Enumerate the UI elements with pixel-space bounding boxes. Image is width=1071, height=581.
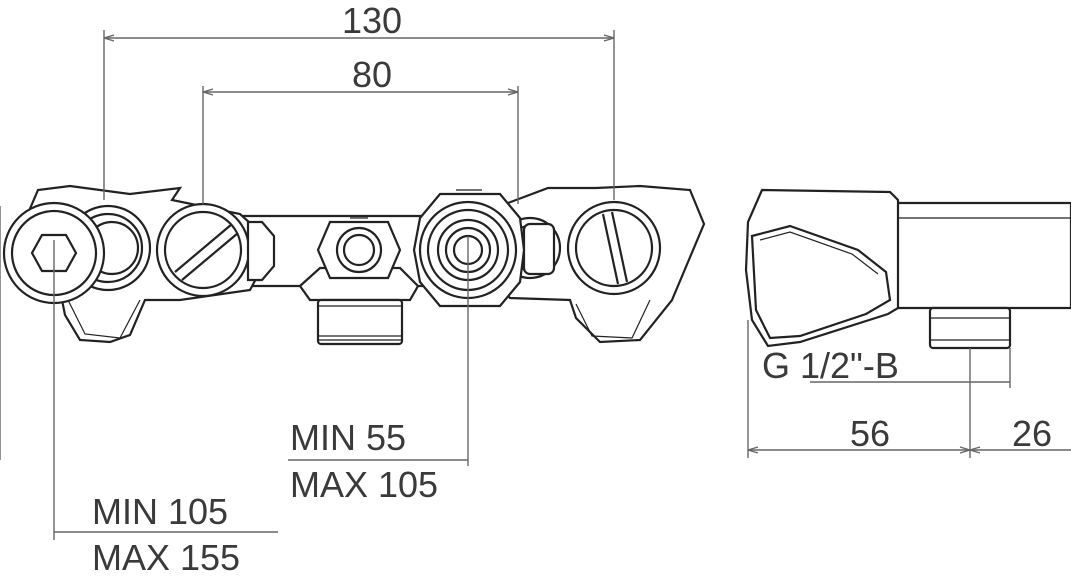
center-hex-nut bbox=[316, 217, 402, 280]
dimension-min105-max155: MIN 105 MAX 155 bbox=[53, 240, 278, 578]
dim-80-label: 80 bbox=[352, 54, 392, 95]
center-outlet bbox=[298, 266, 420, 346]
dim-56-label: 56 bbox=[850, 413, 890, 454]
side-pipe-body bbox=[894, 201, 1071, 310]
dim-max155-label: MAX 155 bbox=[92, 537, 240, 578]
front-view: 130 80 MIN 55 MAX 105 MIN 105 MAX 155 bbox=[0, 0, 706, 578]
left-slotted-screw bbox=[155, 202, 251, 298]
dim-max105-label: MAX 105 bbox=[290, 464, 438, 505]
dimension-56-26: 56 26 bbox=[747, 320, 1071, 458]
dim-min105-label: MIN 105 bbox=[92, 491, 228, 532]
dim-130-label: 130 bbox=[342, 0, 402, 41]
side-outlet-stub bbox=[928, 306, 1012, 350]
right-slotted-screw bbox=[566, 200, 662, 296]
left-body-cap bbox=[246, 220, 276, 282]
dim-min55-label: MIN 55 bbox=[290, 417, 406, 458]
dimension-80: 80 bbox=[202, 54, 519, 204]
side-handle-knob bbox=[744, 188, 900, 348]
dim-26-label: 26 bbox=[1012, 413, 1052, 454]
thread-label: G 1/2"-B bbox=[762, 345, 899, 386]
side-view: G 1/2"-B 56 26 bbox=[744, 188, 1071, 458]
dimension-130: 130 bbox=[103, 0, 615, 200]
right-union-nut bbox=[412, 189, 526, 308]
dimension-min55-max105: MIN 55 MAX 105 bbox=[288, 236, 469, 505]
